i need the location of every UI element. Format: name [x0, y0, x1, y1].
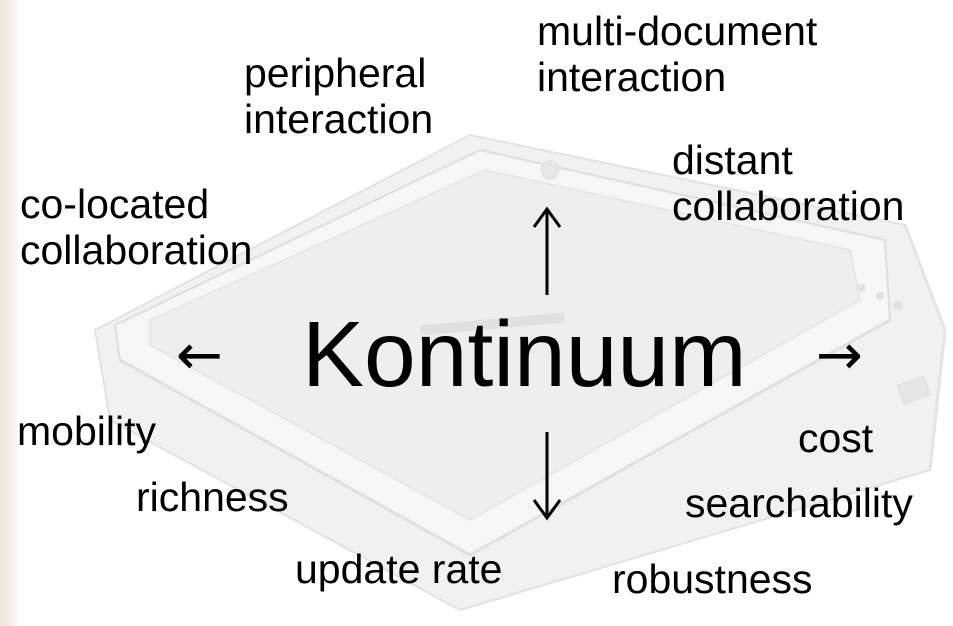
label-robustness: robustness: [612, 556, 813, 602]
label-peripheral-interaction: peripheral interaction: [244, 50, 434, 142]
label-searchability: searchability: [685, 480, 913, 526]
label-distant-collaboration: distant collaboration: [672, 137, 905, 229]
paper-edge: [0, 0, 18, 626]
label-mobility: mobility: [17, 408, 156, 454]
arrow-left-icon: ←: [176, 323, 223, 388]
arrow-up-icon: [532, 206, 562, 295]
label-cost: cost: [798, 415, 874, 461]
arrow-right-icon: →: [816, 323, 863, 388]
label-co-located-collaboration: co-located collaboration: [20, 181, 253, 273]
title-kontinuum: Kontinuum: [302, 302, 747, 406]
arrow-down-icon: [532, 432, 562, 521]
label-richness: richness: [136, 474, 289, 520]
label-multi-document-interaction: multi-document interaction: [537, 8, 818, 100]
label-update-rate: update rate: [295, 546, 503, 592]
